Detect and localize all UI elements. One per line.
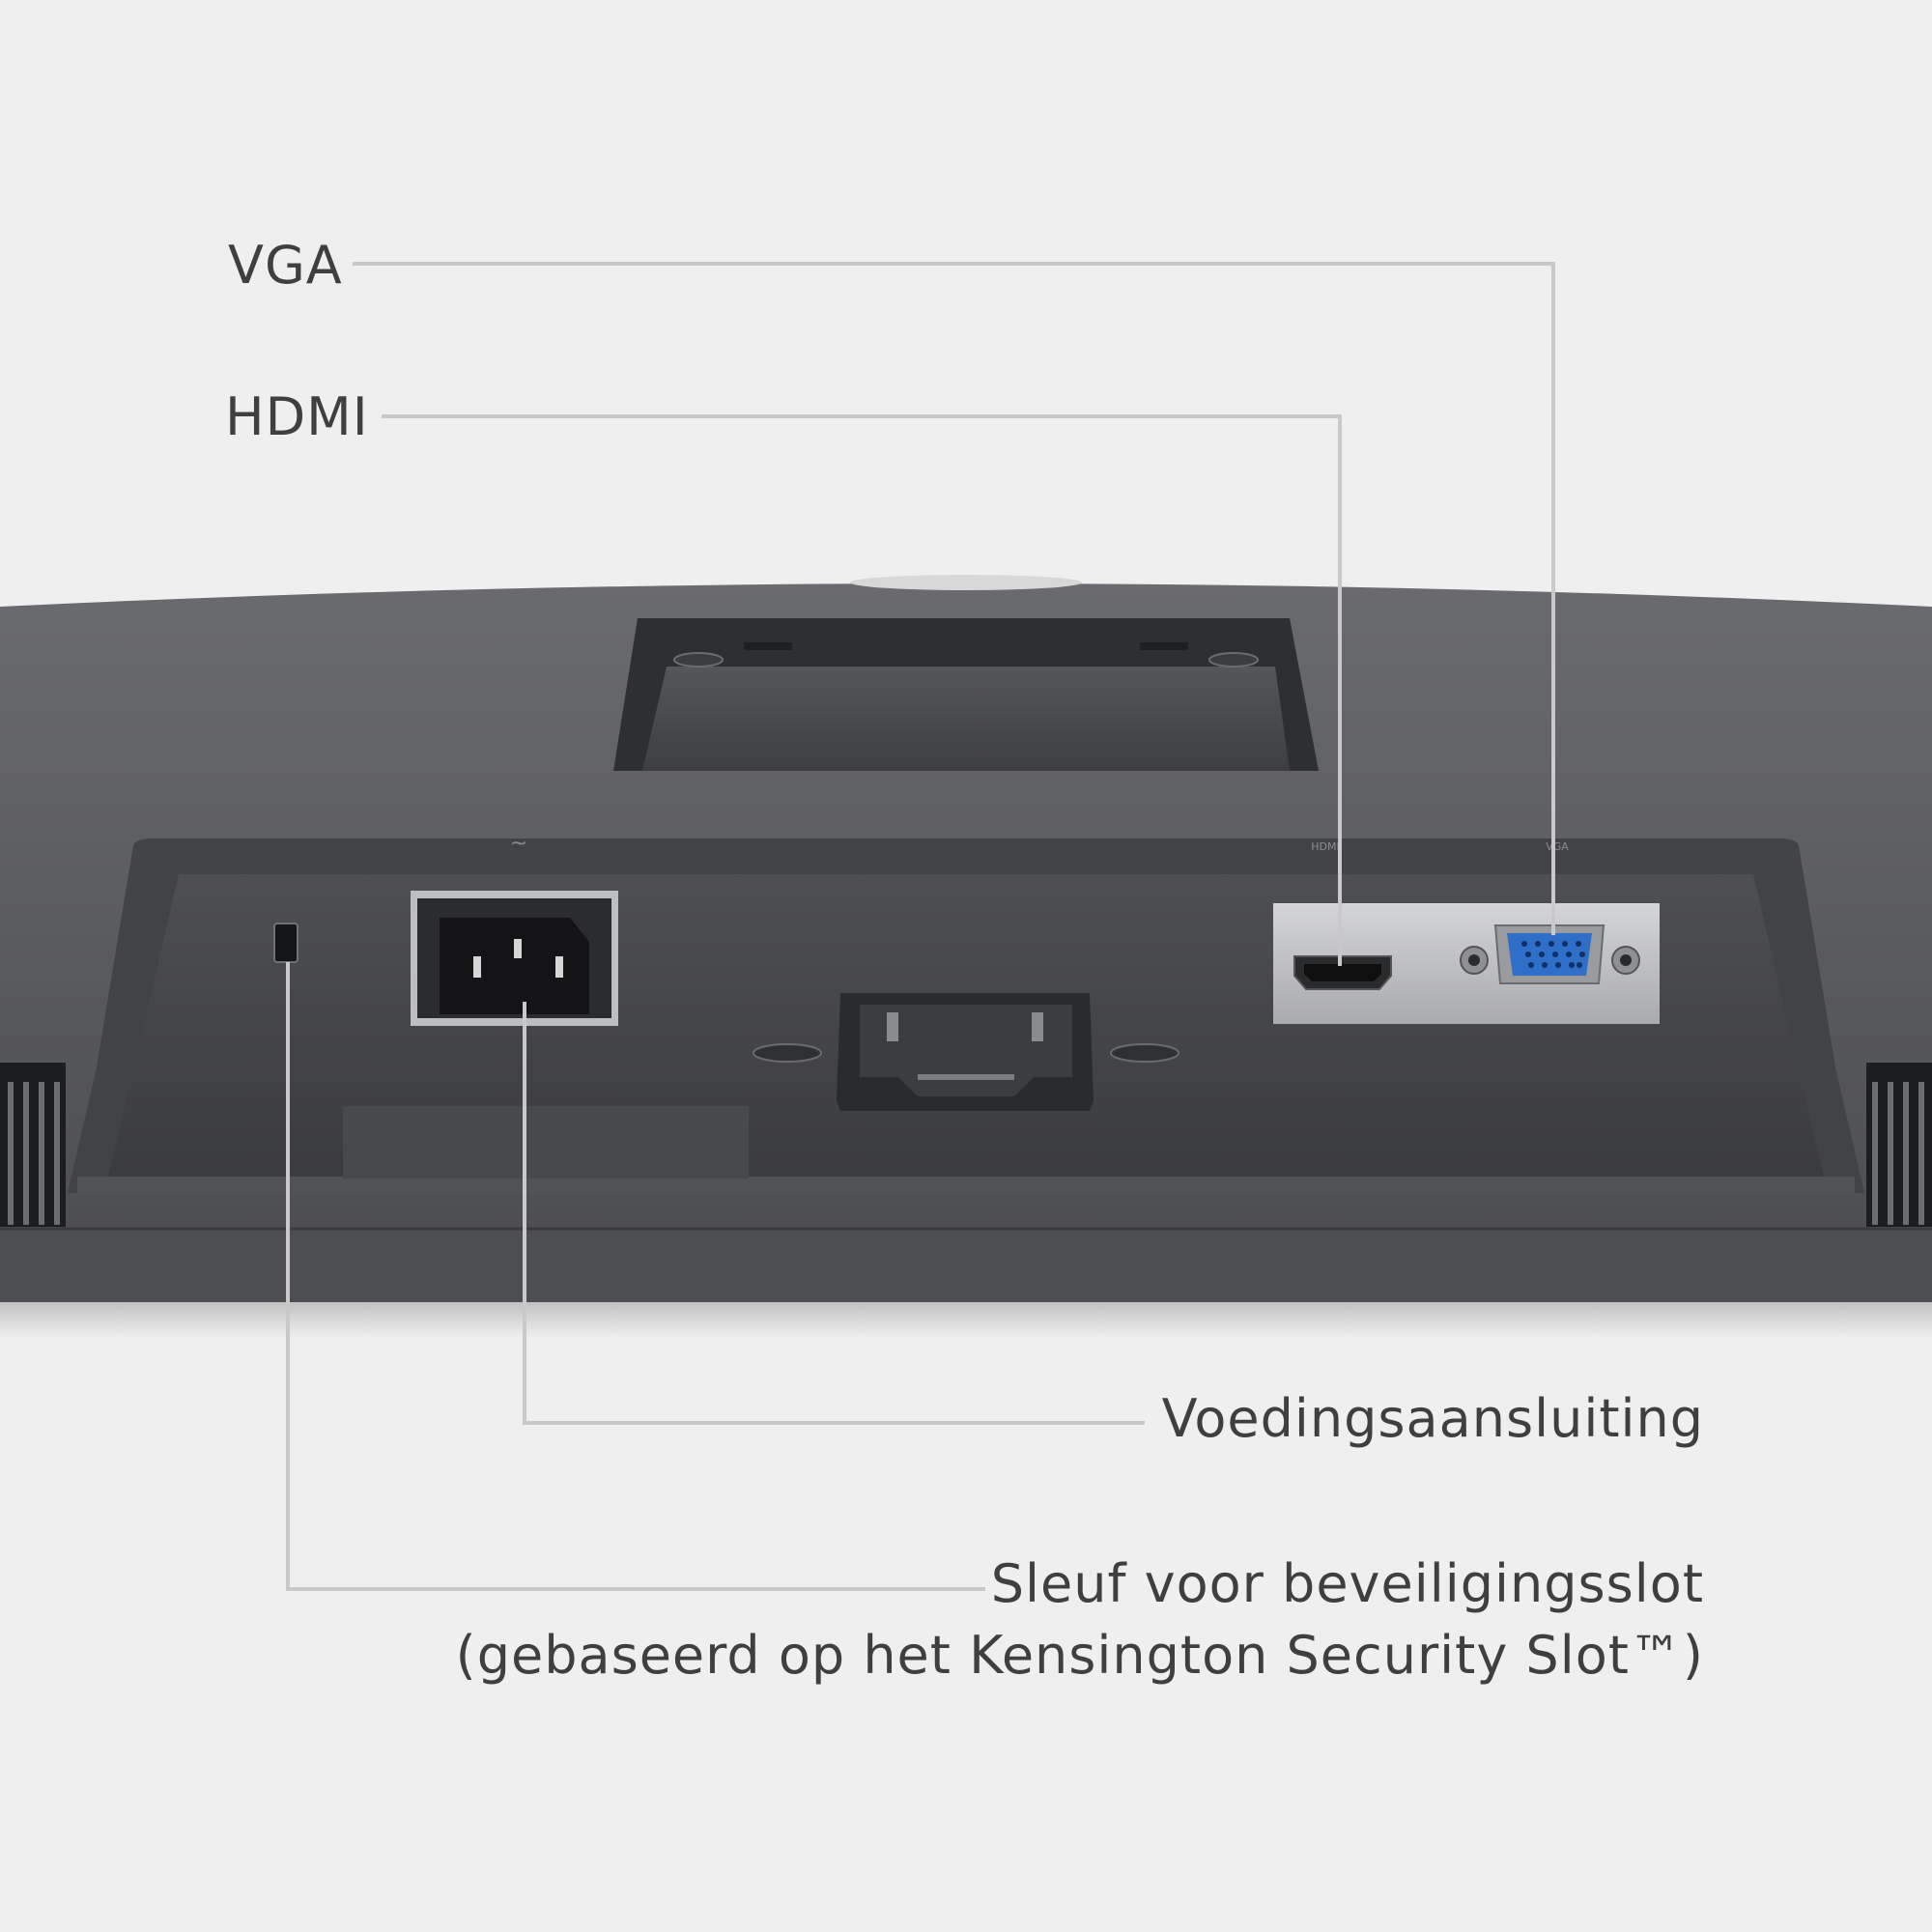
leader-lines	[286, 262, 1555, 1591]
left-vent	[0, 1063, 66, 1227]
power-leader-line	[523, 1002, 1145, 1425]
security-leader-line	[286, 962, 985, 1591]
port-plate	[1273, 903, 1660, 1024]
vga-leader-line	[353, 262, 1555, 935]
monitor-shadow	[0, 1299, 1932, 1338]
vga-port	[1460, 924, 1640, 984]
power-connector	[411, 891, 618, 1026]
right-vent	[1866, 1063, 1932, 1227]
hdmi-label: HDMI	[225, 386, 369, 447]
security-slot	[273, 923, 298, 963]
logo-strip	[850, 575, 1082, 590]
security-slot-label-line1: Sleuf voor beveiligingsslot	[990, 1553, 1704, 1614]
stand-mount-bracket	[753, 993, 1179, 1111]
hdmi-port	[1293, 955, 1392, 990]
vga-label: VGA	[228, 235, 343, 296]
power-connector-label: Voedingsaansluiting	[1161, 1388, 1704, 1449]
vga-marking: VGA	[1546, 840, 1569, 853]
hdmi-marking: HDMI	[1311, 840, 1339, 853]
power-symbol-marking: ~	[510, 832, 527, 856]
security-slot-label-line2: (gebaseerd op het Kensington Security Sl…	[455, 1625, 1704, 1686]
hdmi-leader-line	[382, 414, 1342, 966]
monitor-bottom-edge	[0, 1229, 1932, 1302]
